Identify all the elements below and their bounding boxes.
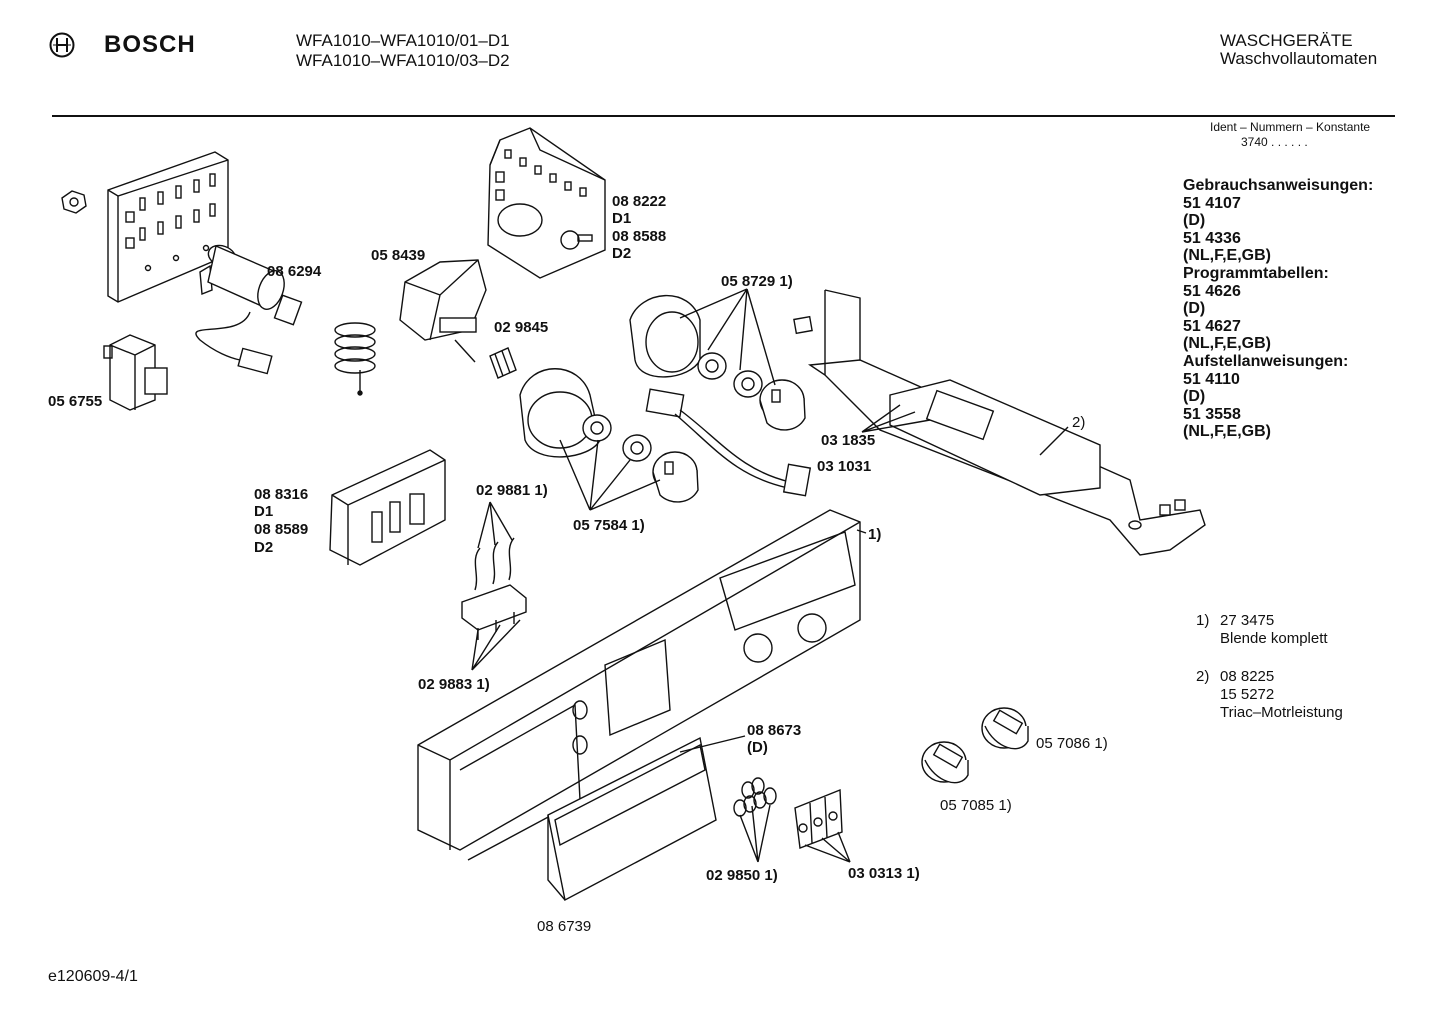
washer-icon [733, 370, 763, 398]
doc-line: (NL,F,E,GB) [1183, 423, 1271, 441]
label-088222: 08 8222 [612, 193, 667, 210]
label-088673-d: (D) [747, 739, 768, 756]
label-088589: 08 8589 [254, 521, 309, 538]
documents-list: Gebrauchsanweisungen: 51 4107 (D) 51 433… [1183, 177, 1373, 441]
knob-cap-icon [519, 368, 601, 458]
label-088588: 08 8588 [612, 228, 667, 245]
doc-line: 51 4107 [1183, 194, 1241, 212]
program-module-icon [487, 127, 606, 279]
label-029881: 02 9881 1) [476, 482, 548, 499]
control-panel-icon [417, 509, 861, 861]
doc-line: Gebrauchsanweisungen: [1183, 177, 1374, 194]
header-rule [52, 115, 1395, 117]
door-switch-icon [334, 259, 487, 396]
label-086294: 08 6294 [267, 263, 322, 280]
doc-line: 51 4336 [1183, 229, 1241, 247]
capacitor-icon [195, 244, 303, 375]
doc-line: Aufstellanweisungen: [1183, 352, 1349, 370]
label-d2-a: D2 [612, 245, 632, 262]
transformer-icon [103, 334, 168, 411]
label-d1-b: D1 [254, 503, 274, 520]
detergent-drawer-icon [547, 736, 717, 902]
label-057086: 05 7086 1) [1036, 735, 1108, 752]
label-ref-2: 2) [1072, 414, 1086, 431]
note-1-line-2: Blende komplett [1220, 630, 1328, 647]
doc-line: (D) [1183, 212, 1206, 230]
washer-icon [582, 414, 612, 442]
footer-code: e120609-4/1 [48, 968, 138, 985]
label-030313: 03 0313 1) [848, 865, 920, 882]
selector-body-icon [652, 451, 699, 503]
note-2-line-1: 08 8225 [1220, 668, 1275, 685]
label-ref-1: 1) [868, 526, 882, 543]
doc-line: 51 4626 [1183, 282, 1241, 300]
mounting-plate-icon [107, 151, 229, 303]
category-subtitle: Waschvollautomaten [1220, 49, 1378, 68]
label-058439: 05 8439 [371, 247, 426, 264]
brand-name: BOSCH [104, 31, 196, 58]
note-2-mark: 2) [1196, 668, 1210, 685]
leader-lines [471, 288, 1069, 863]
connector-icon [489, 347, 517, 379]
label-057584: 05 7584 1) [573, 517, 645, 534]
model-line-2: WFA1010–WFA1010/03–D2 [296, 51, 510, 70]
doc-line: 51 3558 [1183, 405, 1241, 423]
label-029850: 02 9850 1) [706, 867, 778, 884]
label-029845: 02 9845 [494, 319, 549, 336]
note-1-line-1: 27 3475 [1220, 612, 1275, 629]
knob-cap-icon [629, 294, 701, 378]
label-d1-a: D1 [612, 210, 632, 227]
label-d2-b: D2 [254, 539, 274, 556]
model-line-1: WFA1010–WFA1010/01–D1 [296, 31, 510, 50]
relay-module-icon [329, 449, 446, 566]
doc-line: Programmtabellen: [1183, 264, 1329, 282]
washer-icon [697, 352, 727, 380]
selector-body-icon [759, 379, 806, 431]
spring-set-icon [733, 777, 777, 817]
doc-line: (NL,F,E,GB) [1183, 335, 1271, 353]
label-058729: 05 8729 1) [721, 273, 793, 290]
motor-control-bracket-icon [793, 289, 1206, 556]
bosch-logo-icon [48, 31, 76, 64]
rotary-knob-icon [921, 741, 969, 784]
label-057085: 05 7085 1) [940, 797, 1012, 814]
doc-line: 51 4627 [1183, 317, 1241, 335]
spring-contact-icon [461, 537, 527, 640]
ident-label: Ident – Nummern – Konstante [1210, 120, 1371, 134]
doc-line: 51 4110 [1183, 370, 1240, 388]
label-088673: 08 8673 [747, 722, 802, 739]
washer-icon [622, 434, 652, 462]
doc-line: (NL,F,E,GB) [1183, 247, 1271, 265]
label-031835: 03 1835 [821, 432, 876, 449]
label-029883: 02 9883 1) [418, 676, 490, 693]
nut-icon [61, 190, 87, 214]
ident-value: 3740 . . . . . . [1241, 135, 1308, 149]
label-086739: 08 6739 [537, 918, 592, 935]
doc-line: (D) [1183, 388, 1206, 406]
category-title: WASCHGERÄTE [1220, 31, 1353, 50]
note-2-line-3: Triac–Motrleistung [1220, 704, 1343, 721]
label-056755: 05 6755 [48, 393, 103, 410]
push-button-set-icon [794, 788, 843, 849]
wire-harness-icon [645, 388, 812, 497]
note-1-mark: 1) [1196, 612, 1210, 629]
doc-line: (D) [1183, 300, 1206, 318]
label-088316: 08 8316 [254, 486, 309, 503]
label-031031: 03 1031 [817, 458, 872, 475]
note-2-line-2: 15 5272 [1220, 686, 1275, 703]
rotary-knob-icon [981, 707, 1029, 750]
